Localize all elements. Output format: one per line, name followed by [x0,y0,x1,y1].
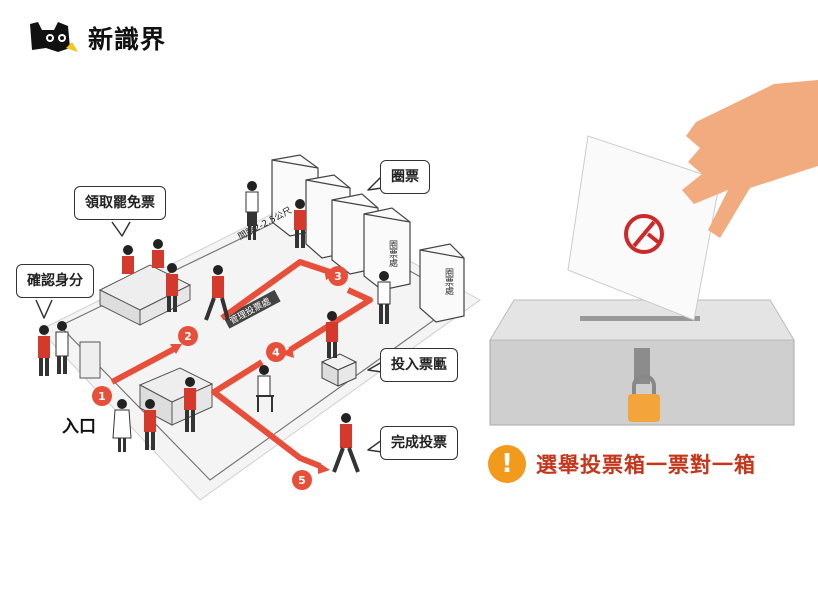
entrance-stand [79,341,101,379]
mascot-logo-icon [30,22,78,52]
voting-booths [271,154,465,323]
voting-route [110,259,373,469]
svg-text:4: 4 [272,346,280,359]
step-marker-1: 1 [92,386,112,406]
callout-confirm-identity: 確認身分 [16,264,94,298]
ballot-box-small [320,353,358,387]
notice: ! 選舉投票箱一票對一箱 [488,444,756,484]
voters [38,181,391,473]
step-marker-4: 4 [266,342,286,362]
padlock-icon [628,374,660,422]
ballot-box-illustration [489,80,818,426]
step-marker-5: 5 [292,470,312,490]
callout-mark-ballot: 圈票 [380,160,430,194]
brand-name: 新識界 [88,25,167,54]
svg-text:5: 5 [298,474,306,487]
poll-workers [122,239,196,432]
svg-text:1: 1 [98,390,106,403]
alert-icon: ! [488,445,526,483]
booth-sign-2: 圈票處 [443,268,454,296]
brand-logo: 新識界 [28,18,188,58]
ballot-slot [580,316,700,321]
notice-text: 選舉投票箱一票對一箱 [536,453,756,477]
callout-receive-ballot: 領取罷免票 [74,186,166,220]
svg-text:2: 2 [184,330,192,343]
vote-stamp-icon [624,214,664,254]
callout-done: 完成投票 [380,426,458,460]
booth-sign-1: 圈票處 [387,240,398,268]
step-marker-3: 3 [328,266,348,286]
step-marker-2: 2 [178,326,198,346]
hand-icon [682,80,818,238]
svg-text:3: 3 [334,270,342,283]
entrance-label: 入口 [62,417,96,437]
callout-cast-ballot: 投入票匭 [380,348,458,382]
